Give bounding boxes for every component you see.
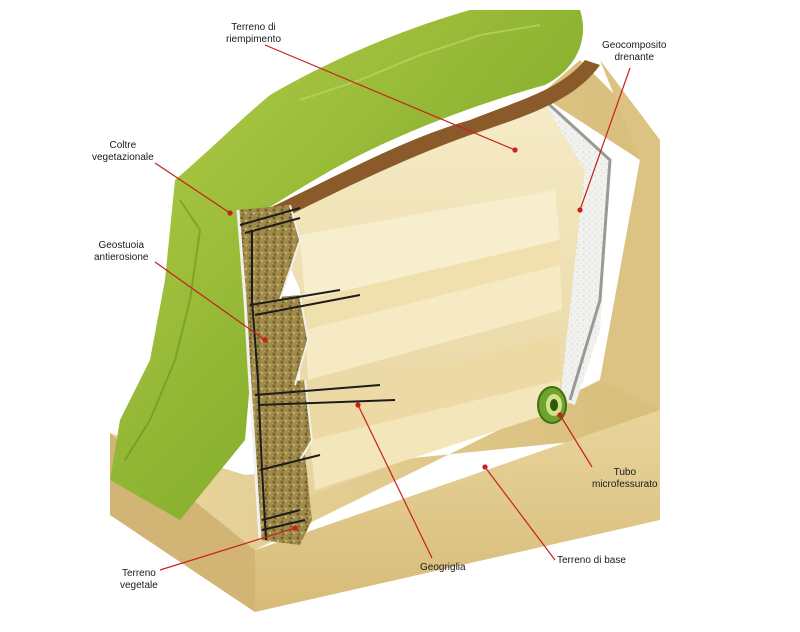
fill-soil bbox=[265, 95, 600, 500]
label-tubo: Tubo microfessurato bbox=[592, 467, 658, 491]
label-line: riempimento bbox=[226, 34, 282, 45]
label-terreno-base: Terreno di base bbox=[557, 555, 626, 567]
label-line: Geostuoia bbox=[98, 240, 145, 251]
vegetation-layer bbox=[110, 10, 600, 520]
label-line: Geocomposito bbox=[602, 40, 667, 51]
label-terreno-riempimento: Terreno di riempimento bbox=[226, 22, 281, 46]
label-line: Geogriglia bbox=[420, 562, 466, 573]
label-line: Tubo bbox=[613, 467, 636, 478]
label-line: Terreno di bbox=[231, 22, 276, 33]
label-line: Terreno bbox=[121, 568, 156, 579]
label-terreno-vegetale: Terreno vegetale bbox=[120, 568, 158, 592]
label-line: microfessurato bbox=[592, 479, 658, 490]
label-line: Coltre bbox=[109, 140, 137, 151]
label-line: antierosione bbox=[94, 252, 149, 263]
label-geocomposito: Geocomposito drenante bbox=[602, 40, 666, 64]
geogrid-layers bbox=[239, 207, 396, 541]
label-line: drenante bbox=[614, 52, 654, 63]
label-coltre: Coltre vegetazionale bbox=[92, 140, 154, 164]
label-line: vegetazionale bbox=[92, 152, 154, 163]
label-line: vegetale bbox=[120, 580, 158, 591]
label-geostuoia: Geostuoia antierosione bbox=[94, 240, 148, 264]
leader-lines bbox=[154, 44, 631, 571]
label-line: Terreno di base bbox=[557, 555, 626, 566]
label-geogriglia: Geogriglia bbox=[420, 562, 466, 574]
